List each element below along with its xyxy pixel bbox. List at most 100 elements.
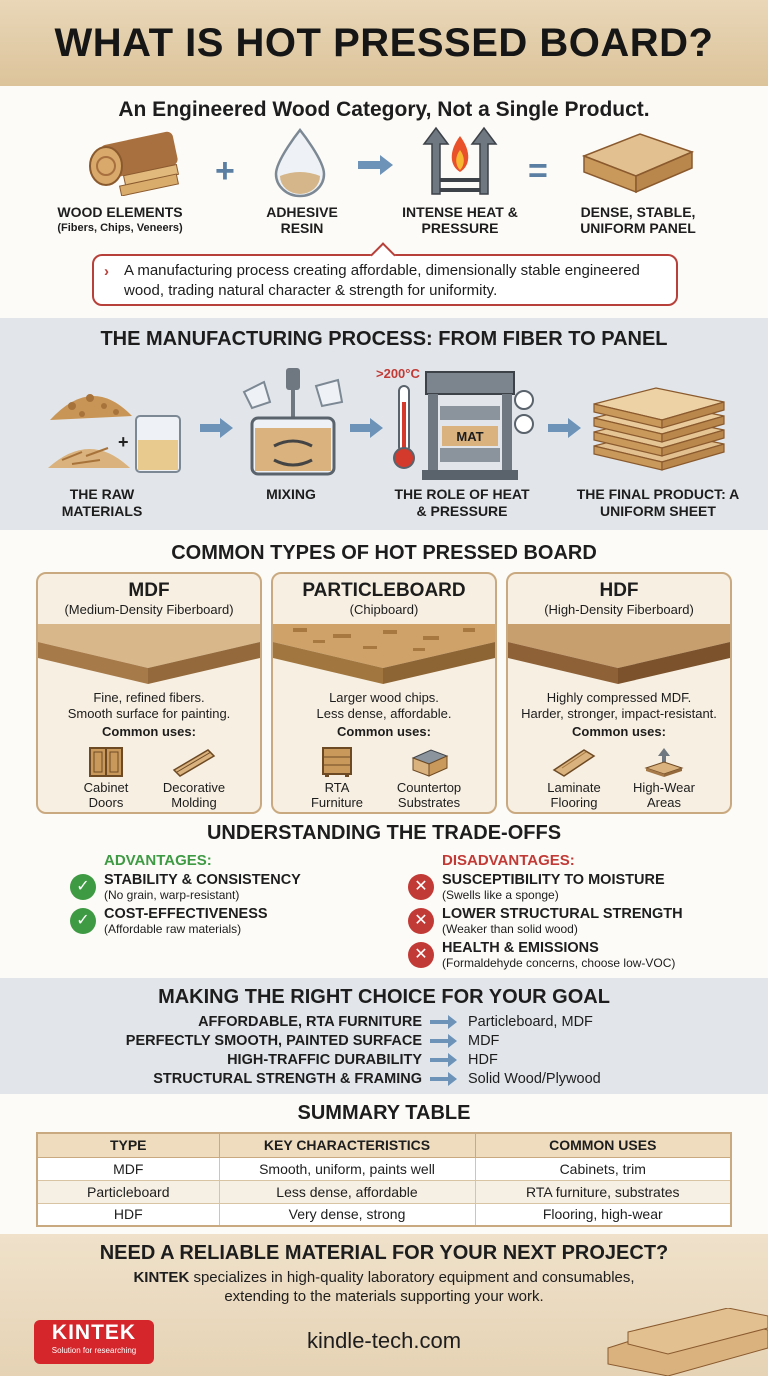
choice-row: AFFORDABLE, RTA FURNITURE Particleboard,… — [0, 1014, 768, 1033]
dresser-icon — [322, 747, 352, 777]
header-banner: WHAT IS HOT PRESSED BOARD? — [0, 0, 768, 86]
use-item: Countertop Substrates — [379, 746, 479, 810]
resin-drop-icon — [274, 127, 326, 198]
choice-row: HIGH-TRAFFIC DURABILITY HDF — [0, 1052, 768, 1071]
summary-section: SUMMARY TABLE TYPE KEY CHARACTERISTICS C… — [0, 1094, 768, 1234]
plus-operator: + — [215, 152, 235, 190]
website-link[interactable]: kindle-tech.com — [306, 1328, 462, 1353]
card-particleboard: PARTICLEBOARD (Chipboard) Larger wood ch… — [271, 572, 497, 814]
uses-label: Common uses: — [102, 724, 196, 739]
table-cell: Cabinets, trim — [474, 1156, 732, 1181]
choice-answer: Solid Wood/Plywood — [468, 1071, 601, 1087]
step-raw-materials: THE RAW MATERIALS — [61, 486, 143, 519]
table-header-row: TYPE KEY CHARACTERISTICS COMMON USES — [36, 1132, 732, 1158]
column-header: COMMON USES — [474, 1132, 732, 1158]
disadvantage-title: LOWER STRUCTURAL STRENGTH — [442, 906, 683, 922]
temperature-label: >200°C — [376, 366, 420, 381]
mixing-icon — [242, 368, 344, 476]
choice-goal: AFFORDABLE, RTA FURNITURE — [198, 1014, 422, 1030]
check-icon: ✓ — [70, 908, 96, 934]
disadvantage-item: ✕ LOWER STRUCTURAL STRENGTH (Weaker than… — [408, 906, 683, 936]
choice-answer: Particleboard, MDF — [468, 1014, 593, 1030]
item-wood-elements: WOOD ELEMENTS (Fibers, Chips, Veneers) — [40, 204, 200, 236]
use-item: RTA Furniture — [287, 746, 387, 810]
footer-desc-text: extending to the materials supporting yo… — [224, 1288, 544, 1305]
arrow-right-icon — [430, 1053, 457, 1067]
card-description: Larger wood chips.Less dense, affordable… — [273, 690, 495, 722]
item-sub: (Fibers, Chips, Veneers) — [57, 222, 183, 234]
callout-text: A manufacturing process creating afforda… — [124, 262, 640, 299]
choice-row: PERFECTLY SMOOTH, PAINTED SURFACE MDF — [0, 1033, 768, 1052]
item-adhesive-resin: ADHESIVE RESIN — [222, 204, 382, 236]
disadvantages-label: DISADVANTAGES: — [442, 852, 575, 869]
thermometer-icon — [393, 385, 415, 469]
tradeoffs-section: UNDERSTANDING THE TRADE-OFFS ADVANTAGES:… — [0, 820, 768, 978]
table-cell: RTA furniture, substrates — [474, 1179, 732, 1204]
intro-section: An Engineered Wood Category, Not a Singl… — [0, 86, 768, 318]
arrow-right-icon — [430, 1015, 457, 1029]
panel-icon — [581, 133, 695, 194]
table-cell: Very dense, strong — [218, 1202, 476, 1227]
footer-section: NEED A RELIABLE MATERIAL FOR YOUR NEXT P… — [0, 1234, 768, 1376]
x-icon: ✕ — [408, 874, 434, 900]
advantage-sub: (No grain, warp-resistant) — [104, 888, 240, 902]
card-hdf: HDF (High-Density Fiberboard) Highly com… — [506, 572, 732, 814]
advantage-title: STABILITY & CONSISTENCY — [104, 872, 301, 888]
countertop-icon — [411, 749, 449, 777]
molding-icon — [172, 749, 216, 777]
use-item: Laminate Flooring — [524, 746, 624, 810]
disadvantage-sub: (Formaldehyde concerns, choose low-VOC) — [442, 956, 676, 970]
wood-log-icon — [89, 131, 180, 196]
disadvantage-sub: (Weaker than solid wood) — [442, 922, 578, 936]
intro-heading: An Engineered Wood Category, Not a Singl… — [118, 98, 650, 121]
card-mdf: MDF (Medium-Density Fiberboard) Fine, re… — [36, 572, 262, 814]
column-header: TYPE — [36, 1132, 220, 1158]
arrow-right-icon — [200, 418, 233, 438]
mdf-board-icon — [38, 624, 260, 684]
wood-planks-icon — [607, 1308, 768, 1376]
table-cell: MDF — [36, 1156, 220, 1181]
card-subtitle: (Chipboard) — [349, 602, 419, 617]
table-cell: HDF — [36, 1202, 220, 1227]
arrow-right-icon — [548, 418, 581, 438]
use-label: Countertop Substrates — [396, 780, 462, 810]
x-icon: ✕ — [408, 908, 434, 934]
table-row: HDF Very dense, strong Flooring, high-we… — [36, 1202, 732, 1227]
card-description: Fine, refined fibers.Smooth surface for … — [38, 690, 260, 722]
card-subtitle: (High-Density Fiberboard) — [544, 602, 694, 617]
arrow-right-icon — [350, 418, 383, 438]
advantage-item: ✓ COST-EFFECTIVENESS (Affordable raw mat… — [70, 906, 268, 936]
choice-section: MAKING THE RIGHT CHOICE FOR YOUR GOAL AF… — [0, 978, 768, 1094]
table-cell: Particleboard — [36, 1179, 220, 1204]
table-cell: Less dense, affordable — [218, 1179, 476, 1204]
disadvantage-item: ✕ HEALTH & EMISSIONS (Formaldehyde conce… — [408, 940, 675, 970]
arrow-right-icon — [430, 1072, 457, 1086]
process-section: THE MANUFACTURING PROCESS: FROM FIBER TO… — [0, 318, 768, 530]
card-title: HDF — [599, 580, 639, 601]
check-icon: ✓ — [70, 874, 96, 900]
table-cell: Smooth, uniform, paints well — [218, 1156, 476, 1181]
item-label: WOOD ELEMENTS — [57, 204, 183, 220]
definition-callout: › A manufacturing process creating affor… — [92, 254, 678, 306]
item-label: INTENSE HEAT & PRESSURE — [402, 204, 518, 236]
desc-line: Harder, stronger, impact-resistant. — [521, 706, 717, 721]
x-icon: ✕ — [408, 942, 434, 968]
use-label: RTA Furniture — [310, 780, 364, 810]
mat-label: MAT — [456, 429, 484, 444]
card-description: Highly compressed MDF.Harder, stronger, … — [508, 690, 730, 722]
step-heat-pressure: THE ROLE OF HEAT & PRESSURE — [394, 486, 530, 519]
table-row: MDF Smooth, uniform, paints well Cabinet… — [36, 1156, 732, 1181]
use-label: Decorative Molding — [162, 780, 226, 810]
choice-goal: PERFECTLY SMOOTH, PAINTED SURFACE — [125, 1033, 422, 1049]
kintek-logo[interactable]: KINTEK Solution for researching — [34, 1320, 154, 1364]
card-title: PARTICLEBOARD — [302, 580, 466, 601]
step-final-product: THE FINAL PRODUCT: A UNIFORM SHEET — [576, 486, 740, 519]
item-label: ADHESIVE RESIN — [266, 204, 338, 236]
summary-heading: SUMMARY TABLE — [297, 1102, 471, 1124]
disadvantage-title: HEALTH & EMISSIONS — [442, 940, 599, 956]
particleboard-icon — [273, 624, 495, 684]
disadvantage-item: ✕ SUSCEPTIBILITY TO MOISTURE (Swells lik… — [408, 872, 665, 902]
desc-line: Larger wood chips. — [329, 690, 439, 705]
choice-goal: STRUCTURAL STRENGTH & FRAMING — [153, 1071, 422, 1087]
laminate-plank-icon — [552, 749, 596, 777]
